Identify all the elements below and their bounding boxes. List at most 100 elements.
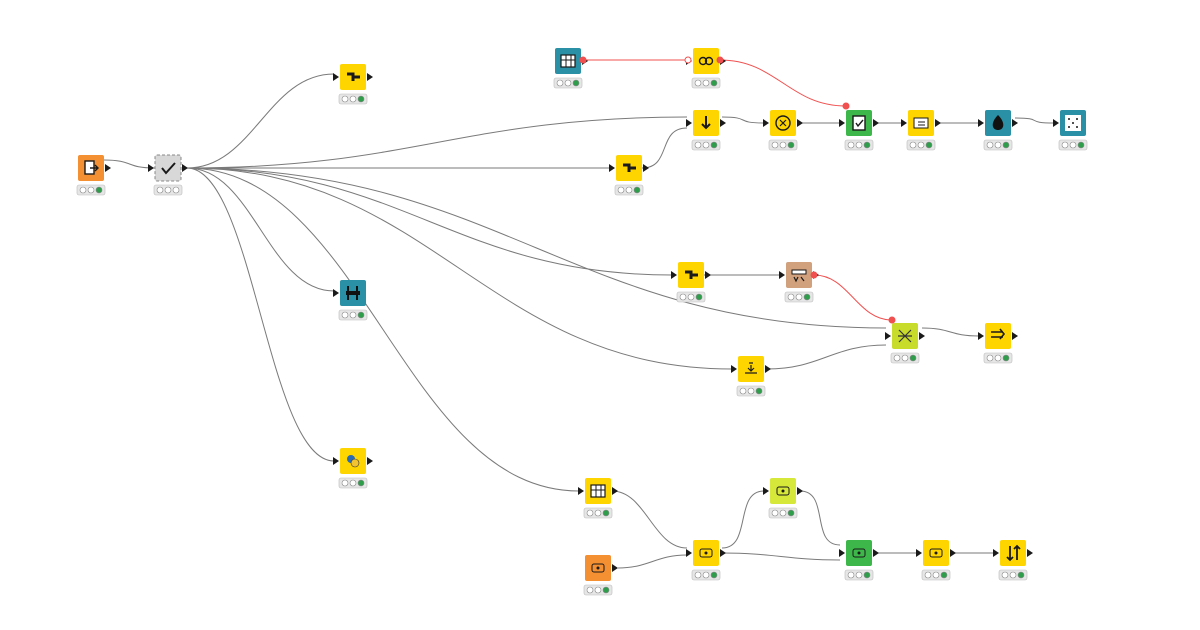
input-port[interactable] (686, 549, 692, 557)
output-port[interactable] (873, 119, 879, 127)
flow-variable-port[interactable] (888, 316, 896, 324)
output-port[interactable] (643, 164, 649, 172)
output-port[interactable] (1012, 332, 1018, 340)
node-loop-after[interactable] (916, 540, 956, 581)
edge-loop-top-loop-end[interactable] (799, 490, 841, 546)
node-db-output[interactable] (779, 262, 819, 303)
input-port[interactable] (916, 549, 922, 557)
node-body[interactable] (985, 323, 1011, 349)
output-port[interactable] (367, 457, 373, 465)
input-port[interactable] (839, 549, 845, 557)
node-dot-view[interactable] (1053, 110, 1088, 151)
node-loop-top[interactable] (763, 478, 803, 519)
output-port[interactable] (720, 549, 726, 557)
edge-joiner-concatenate[interactable] (921, 327, 980, 337)
edge-validator-filter-middle[interactable] (186, 167, 673, 276)
input-port[interactable] (148, 164, 154, 172)
node-loop-middle[interactable] (686, 540, 726, 581)
flow-variable-port[interactable] (810, 271, 818, 279)
output-port[interactable] (873, 549, 879, 557)
node-top-manipulator[interactable] (333, 64, 373, 105)
edge-loop-middle-loop-end[interactable] (721, 552, 841, 561)
flow-variable-port[interactable] (716, 56, 724, 64)
edge-validator-top[interactable] (186, 73, 335, 169)
node-reader[interactable] (76, 155, 111, 196)
node-number-to-string[interactable] (731, 356, 771, 397)
input-port[interactable] (763, 487, 769, 495)
input-port[interactable] (609, 164, 615, 172)
output-port[interactable] (720, 119, 726, 127)
output-port[interactable] (182, 164, 188, 172)
input-port[interactable] (333, 73, 339, 81)
input-port[interactable] (686, 119, 692, 127)
output-port[interactable] (935, 119, 941, 127)
flow-variable-port[interactable] (842, 102, 850, 110)
node-sorter[interactable] (993, 540, 1033, 581)
edge-validator-python-script[interactable] (186, 167, 335, 462)
node-body[interactable] (786, 262, 812, 288)
flow-variable-port[interactable] (684, 56, 692, 64)
output-port[interactable] (612, 487, 618, 495)
node-filter-upper[interactable] (609, 155, 649, 196)
input-port[interactable] (333, 289, 339, 297)
node-loop-end[interactable] (839, 540, 879, 581)
input-port[interactable] (578, 487, 584, 495)
input-port[interactable] (779, 271, 785, 279)
input-port[interactable] (763, 119, 769, 127)
node-flow-var-converter[interactable] (686, 48, 726, 89)
input-port[interactable] (731, 365, 737, 373)
output-port[interactable] (612, 564, 618, 572)
edge-drop-view-dot-view[interactable] (1014, 117, 1055, 124)
input-port[interactable] (901, 119, 907, 127)
edge-filter-upper-string-manipulation[interactable] (641, 127, 688, 169)
node-drop-view[interactable] (978, 110, 1018, 151)
output-port[interactable] (797, 487, 803, 495)
flow-edge-flow-var-writer[interactable] (719, 59, 847, 107)
input-port[interactable] (1053, 119, 1059, 127)
edge-validator-string-manipulation[interactable] (186, 116, 688, 169)
input-port[interactable] (978, 332, 984, 340)
edge-validator-joiner[interactable] (186, 167, 887, 329)
node-pivot-table[interactable] (578, 478, 618, 519)
flow-variable-port[interactable] (579, 56, 587, 64)
node-concatenate[interactable] (978, 323, 1018, 364)
node-validator[interactable] (148, 154, 188, 196)
output-port[interactable] (765, 365, 771, 373)
input-port[interactable] (839, 119, 845, 127)
edge-loop-start-loop-middle[interactable] (617, 554, 688, 569)
flow-edge-db-output-joiner[interactable] (813, 274, 893, 321)
input-port[interactable] (671, 271, 677, 279)
output-port[interactable] (950, 549, 956, 557)
input-port[interactable] (333, 457, 339, 465)
node-text-view[interactable] (901, 110, 941, 151)
input-port[interactable] (993, 549, 999, 557)
output-port[interactable] (367, 73, 373, 81)
node-string-manipulation[interactable] (686, 110, 726, 151)
edge-pivot-loop-middle[interactable] (611, 490, 688, 549)
node-body[interactable] (154, 154, 182, 182)
edge-validator-pivot[interactable] (186, 167, 580, 492)
output-port[interactable] (1027, 549, 1033, 557)
edge-reader-validator[interactable] (103, 159, 156, 169)
node-body[interactable] (1000, 540, 1026, 566)
node-python-bridge[interactable] (333, 280, 368, 321)
output-port[interactable] (705, 271, 711, 279)
node-table-creator[interactable] (553, 48, 588, 89)
edge-validator-python-bridge[interactable] (186, 167, 335, 292)
edge-loop-middle-loop-top[interactable] (721, 490, 765, 549)
output-port[interactable] (1012, 119, 1018, 127)
output-port[interactable] (105, 164, 111, 172)
output-port[interactable] (919, 332, 925, 340)
node-joiner[interactable] (885, 323, 925, 364)
edge-string-manipulation-formula[interactable] (721, 116, 765, 124)
input-port[interactable] (885, 332, 891, 340)
node-python-script[interactable] (333, 448, 373, 489)
node-writer[interactable] (839, 110, 879, 151)
node-filter-middle[interactable] (671, 262, 711, 303)
node-loop-start[interactable] (583, 555, 618, 596)
edge-validator-number-to-string[interactable] (186, 167, 733, 370)
output-port[interactable] (797, 119, 803, 127)
input-port[interactable] (978, 119, 984, 127)
